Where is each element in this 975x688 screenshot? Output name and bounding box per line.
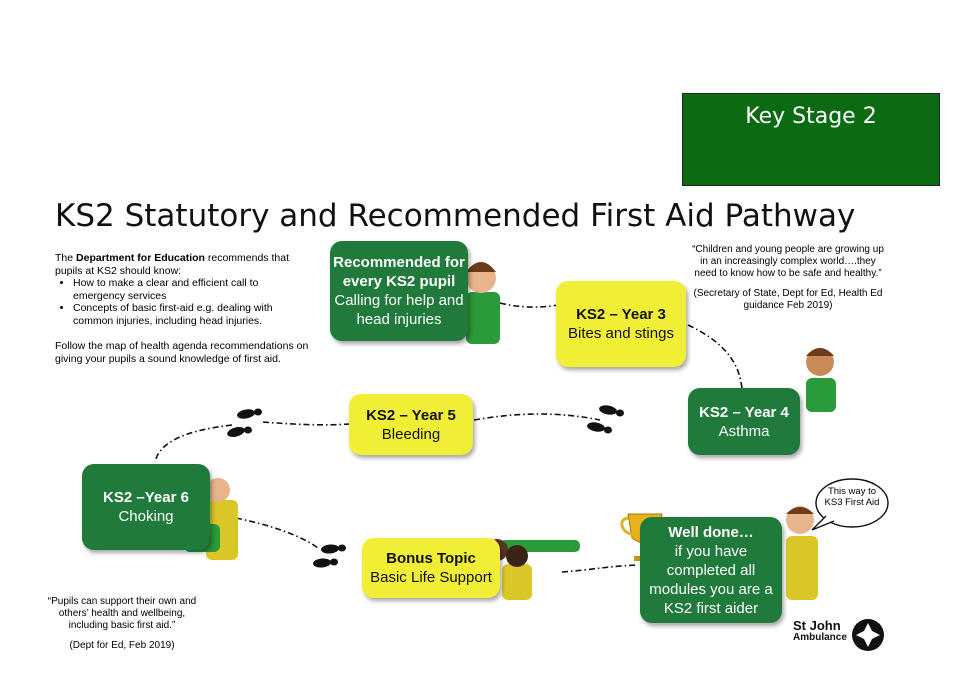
step-year3-heading: KS2 – Year 3 — [576, 306, 666, 323]
st-john-logo: St John Ambulance — [793, 618, 847, 644]
step-bonus-heading: Bonus Topic — [386, 550, 476, 567]
intro-bullet: How to make a clear and efficient call t… — [73, 277, 313, 302]
step-year3-body: Bites and stings — [568, 325, 674, 342]
step-done: Well done… if you have completed all mod… — [640, 517, 782, 623]
quote-bottom-text: “Pupils can support their own and others… — [47, 596, 197, 631]
step-year6-body: Choking — [118, 508, 174, 525]
step-year4-body: Asthma — [718, 422, 770, 440]
step-recommended: Recommended for every KS2 pupil Calling … — [330, 241, 468, 341]
quote-bottom: “Pupils can support their own and others… — [42, 596, 202, 652]
step-year5: KS2 – Year 5 Bleeding — [349, 394, 473, 455]
quote-bottom-source: (Dept for Ed, Feb 2019) — [69, 640, 175, 651]
step-year4-heading: KS2 – Year 4 — [699, 403, 789, 421]
step-year5-body: Bleeding — [381, 425, 441, 443]
footprints-icon — [313, 544, 346, 568]
key-stage-label: Key Stage 2 — [745, 104, 877, 129]
logo-line2: Ambulance — [793, 632, 847, 643]
quote-top-source: (Secretary of State, Dept for Ed, Health… — [693, 288, 883, 311]
child-phone-illustration — [466, 262, 500, 344]
step-year3: KS2 – Year 3 Bites and stings — [556, 281, 686, 367]
child-inhaler-illustration — [806, 348, 836, 412]
step-year4: KS2 – Year 4 Asthma — [688, 388, 800, 455]
key-stage-banner: Key Stage 2 — [682, 93, 940, 186]
intro-bullets: How to make a clear and efficient call t… — [55, 277, 313, 327]
step-bonus-body: Basic Life Support — [370, 569, 492, 586]
intro-text: The Department for Education recommends … — [55, 252, 313, 365]
page-title: KS2 Statutory and Recommended First Aid … — [55, 198, 856, 234]
intro-lead: The Department for Education recommends … — [55, 252, 289, 277]
intro-follow: Follow the map of health agenda recommen… — [55, 340, 309, 365]
step-done-heading: Well done… — [668, 523, 754, 541]
quote-top-text: “Children and young people are growing u… — [692, 244, 884, 279]
step-year6-heading: KS2 –Year 6 — [103, 489, 189, 506]
step-done-body: if you have completed all modules you ar… — [649, 542, 773, 617]
children-cpr-illustration — [486, 539, 580, 600]
step-recommended-body: Calling for help and head injuries — [334, 292, 464, 328]
footprints-icon — [227, 408, 262, 437]
step-year5-heading: KS2 – Year 5 — [366, 406, 456, 424]
step-year6: KS2 –Year 6 Choking — [82, 464, 210, 550]
speech-bubble-icon — [811, 478, 889, 531]
speech-bubble-text: This way to KS3 First Aid — [824, 486, 880, 508]
step-bonus: Bonus Topic Basic Life Support — [362, 538, 500, 598]
st-john-cross-icon — [852, 619, 884, 651]
quote-top: “Children and young people are growing u… — [690, 244, 886, 312]
intro-bullet: Concepts of basic first-aid e.g. dealing… — [73, 302, 313, 327]
child-pointing-illustration — [786, 506, 818, 600]
step-recommended-heading: Recommended for every KS2 pupil — [333, 254, 465, 290]
logo-line1: St John — [793, 618, 841, 633]
footprints-icon — [587, 405, 624, 434]
